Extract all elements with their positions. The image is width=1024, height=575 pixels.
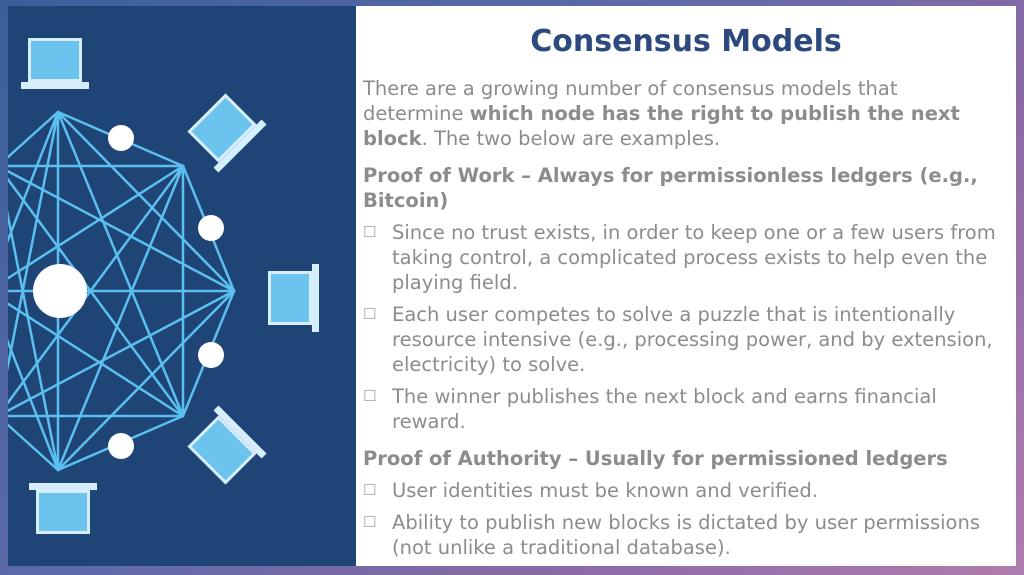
- network-link: [56, 164, 185, 472]
- laptop-keyboard: [312, 264, 319, 332]
- network-link: [8, 338, 60, 472]
- laptop-screen: [271, 274, 309, 322]
- network-link: [8, 423, 60, 472]
- list-item: ☐ Since no trust exists, in order to kee…: [363, 220, 1003, 295]
- section-heading-proof-of-authority: Proof of Authority – Usually for permiss…: [363, 447, 948, 470]
- bullet-text: User identities must be known and verifi…: [392, 479, 819, 502]
- network-diagram: [8, 38, 319, 534]
- list-item: ☐ Ability to publish new blocks is dicta…: [363, 510, 1003, 560]
- intro-text-end: . The two below are examples.: [421, 127, 721, 150]
- network-node: [198, 342, 224, 368]
- network-link: [56, 289, 236, 472]
- network-node: [198, 215, 224, 241]
- laptop-screen: [191, 419, 253, 481]
- bullet-box-icon: ☐: [363, 513, 377, 531]
- slide-title: Consensus Models: [530, 24, 842, 59]
- network-illustration-panel: [8, 6, 356, 566]
- network-link: [8, 169, 236, 293]
- list-item: ☐ The winner publishes the next block an…: [363, 384, 1003, 434]
- network-link: [8, 177, 185, 418]
- slide-content: Consensus Models There are a growing num…: [356, 6, 1016, 566]
- intro-text-bold: which node has the right to publish the …: [363, 102, 960, 150]
- laptop-screen: [191, 97, 253, 159]
- network-link: [8, 289, 236, 413]
- laptop-keyboard: [213, 119, 267, 173]
- bullet-text: Ability to publish new blocks is dictate…: [392, 511, 980, 559]
- laptop-keyboard: [29, 483, 97, 490]
- slide-body: There are a growing number of consensus …: [363, 76, 1003, 560]
- bullet-box-icon: ☐: [363, 223, 377, 241]
- central-node: [33, 264, 87, 318]
- network-link: [8, 302, 185, 418]
- bullet-box-icon: ☐: [363, 481, 377, 499]
- laptop-keyboard: [21, 82, 89, 89]
- laptop-icon: [29, 483, 97, 534]
- laptop-screen: [39, 493, 87, 531]
- network-node: [108, 433, 134, 459]
- section-heading-proof-of-work: Proof of Work – Always for permissionles…: [363, 164, 978, 212]
- laptop-screen: [31, 41, 79, 79]
- network-link: [8, 110, 60, 159]
- laptop-icon: [268, 264, 319, 332]
- network-node: [108, 125, 134, 151]
- laptop-icon: [21, 38, 89, 89]
- network-link: [8, 210, 60, 472]
- network-link: [56, 110, 236, 293]
- bullet-text: Each user competes to solve a puzzle tha…: [392, 303, 993, 376]
- intro-text-start: There are a growing number of consensus …: [363, 77, 898, 125]
- bullet-text: The winner publishes the next block and …: [392, 385, 937, 433]
- bullet-text: Since no trust exists, in order to keep …: [392, 221, 996, 294]
- laptop-keyboard: [213, 405, 267, 459]
- list-item: ☐ User identities must be known and veri…: [363, 478, 1003, 503]
- laptop-icon: [187, 93, 267, 173]
- bullet-box-icon: ☐: [363, 305, 377, 323]
- list-item: ☐ Each user competes to solve a puzzle t…: [363, 302, 1003, 377]
- bullet-box-icon: ☐: [363, 387, 377, 405]
- network-link: [8, 164, 185, 280]
- network-link: [8, 110, 60, 244]
- intro-paragraph: There are a growing number of consensus …: [363, 76, 1003, 151]
- laptop-icon: [187, 405, 267, 485]
